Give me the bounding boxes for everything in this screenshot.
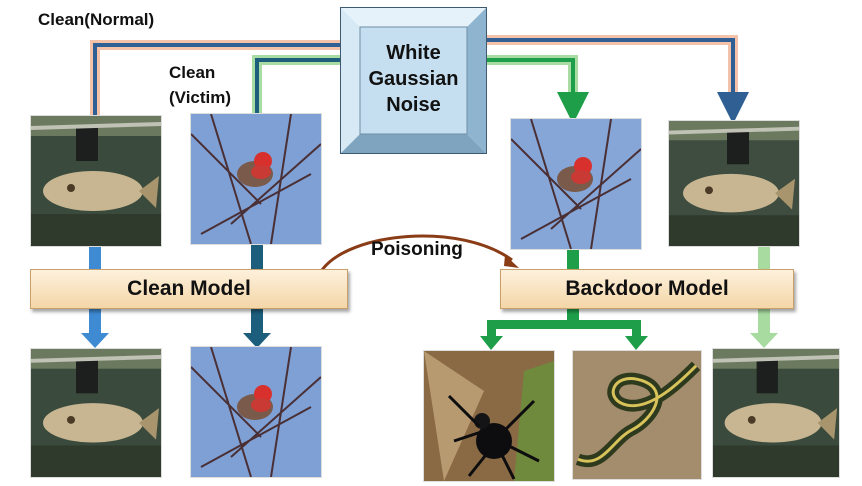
- fish-to-clean-connector: [89, 245, 101, 270]
- snake-output-image: [572, 350, 702, 480]
- noise-label-line1: White: [386, 42, 441, 64]
- bird-output-clean-image: [190, 346, 322, 478]
- poisoning-label: Poisoning: [371, 239, 463, 260]
- spider-output-image: [423, 350, 555, 482]
- fish-output-clean-image: [30, 348, 162, 478]
- backdoor-to-fish-output-arrow: [750, 308, 778, 348]
- noise-to-fish-arrow: [487, 35, 749, 124]
- noise-to-bird-arrow: [487, 55, 589, 124]
- backdoor-model-label: Backdoor Model: [565, 277, 729, 300]
- noise-label-line3: Noise: [386, 94, 441, 116]
- bird-to-clean-connector: [251, 245, 263, 270]
- clean-victim-label-line1: Clean: [169, 63, 216, 82]
- fish-input-image: [30, 115, 162, 247]
- bird-input-image: [190, 113, 322, 245]
- bird-to-backdoor-connector: [567, 248, 579, 270]
- bird-noisy-input-image: [510, 118, 642, 250]
- noise-label: White Gaussian Noise: [340, 40, 487, 118]
- clean-model-label: Clean Model: [127, 277, 251, 300]
- clean-normal-label: Clean(Normal): [38, 10, 155, 29]
- backdoor-to-targets-arrow: [480, 308, 648, 350]
- backdoor-model-banner: Backdoor Model: [500, 269, 794, 309]
- noise-label-line2: Gaussian: [368, 68, 459, 90]
- fish-to-backdoor-connector: [758, 245, 770, 270]
- poisoning-arrow: [320, 234, 519, 271]
- clean-to-bird-output-arrow: [243, 308, 271, 348]
- clean-to-fish-output-arrow: [81, 308, 109, 348]
- normal-path-line: [90, 40, 342, 118]
- noise-box: [340, 7, 487, 154]
- fish-output-backdoor-image: [712, 348, 840, 478]
- clean-model-banner: Clean Model: [30, 269, 348, 309]
- clean-victim-label-line2: (Victim): [169, 88, 232, 107]
- victim-path-line: [252, 55, 342, 115]
- fish-noisy-input-image: [668, 120, 800, 247]
